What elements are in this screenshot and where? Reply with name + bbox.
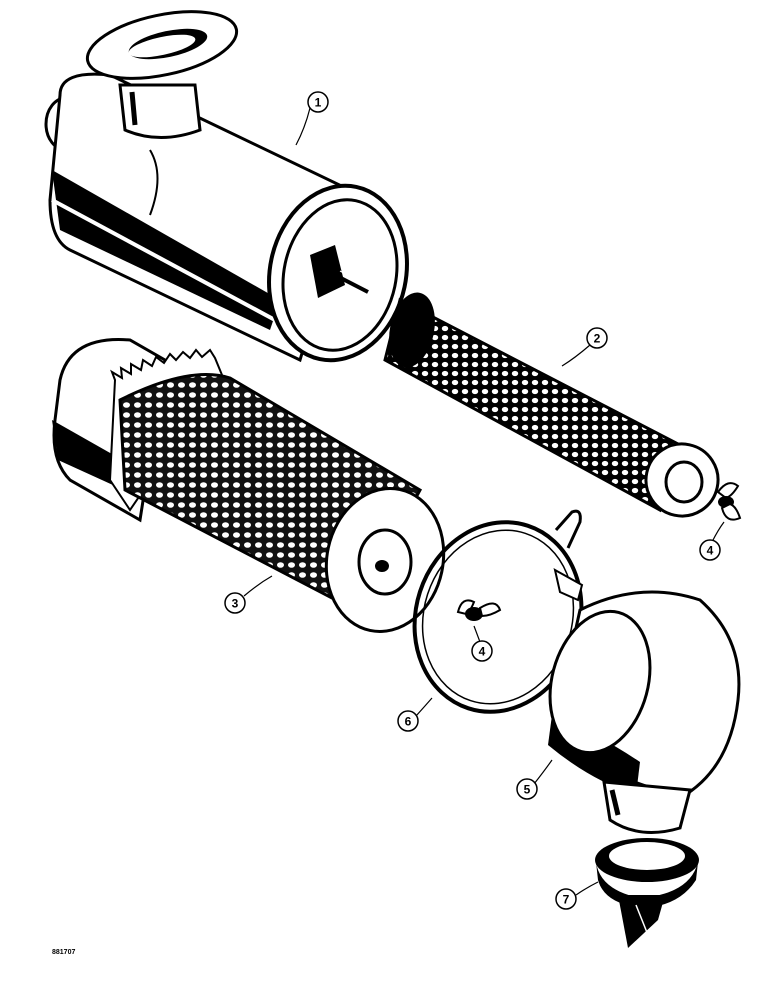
callout-6-number: 6: [405, 715, 412, 729]
callout-leaders: [243, 107, 725, 896]
callout-1: 1: [307, 91, 329, 113]
callout-2-number: 2: [594, 332, 601, 346]
callout-4-center-number: 4: [479, 645, 486, 659]
callout-5-number: 5: [524, 783, 531, 797]
callout-7: 7: [555, 888, 577, 910]
callout-2: 2: [586, 327, 608, 349]
callout-4-center: 4: [471, 640, 493, 662]
cover-part: [548, 590, 741, 834]
figure-id: 881707: [52, 949, 75, 956]
callout-6: 6: [397, 710, 419, 732]
callout-5: 5: [516, 778, 538, 800]
callout-3-number: 3: [232, 597, 239, 611]
wing-nut-center: [456, 599, 502, 621]
callout-1-number: 1: [315, 96, 322, 110]
callout-3: 3: [224, 592, 246, 614]
callout-4-upper: 4: [699, 539, 721, 561]
callout-4-upper-number: 4: [707, 544, 714, 558]
inner-filter-part: [383, 292, 720, 518]
callout-7-number: 7: [563, 893, 570, 907]
housing-part: [44, 10, 409, 363]
dust-valve-part: [595, 838, 699, 948]
outer-filter-part: [52, 338, 446, 633]
wing-nut-upper: [716, 482, 742, 521]
